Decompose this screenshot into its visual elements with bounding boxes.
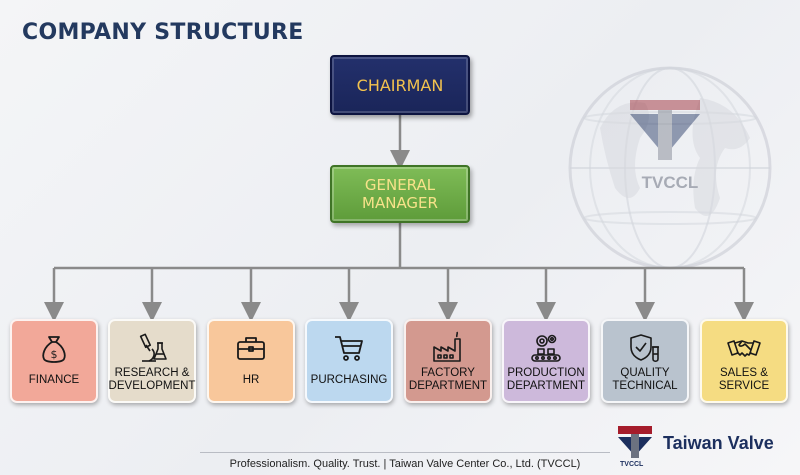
brand-name: Taiwan Valve	[663, 433, 774, 453]
department-label: HR	[242, 373, 260, 386]
page-title: COMPANY STRUCTURE	[22, 20, 304, 45]
watermark-text: TVCCL	[642, 173, 699, 192]
general-manager-label-line2: MANAGER	[362, 194, 438, 212]
department-finance: $ FINANCE	[10, 319, 98, 403]
department-purchasing: PURCHASING	[305, 319, 393, 403]
conveyor-gears-icon	[531, 334, 561, 362]
department-label: FINANCE	[28, 373, 80, 386]
brand-logo-icon	[618, 426, 652, 458]
brand-abbr: TVCCL	[620, 461, 644, 468]
shopping-cart-icon	[335, 336, 363, 361]
chairman-node: CHAIRMAN	[330, 55, 470, 115]
department-hr: HR	[207, 319, 295, 403]
svg-text:$: $	[51, 348, 58, 361]
handshake-icon	[727, 340, 761, 357]
footer-divider	[200, 452, 610, 453]
microscope-icon	[139, 333, 167, 362]
department-label: SALES &SERVICE	[718, 367, 770, 392]
money-bag-icon: $	[42, 336, 66, 363]
globe-watermark: TVCCL	[568, 66, 772, 270]
chairman-label: CHAIRMAN	[356, 75, 444, 95]
factory-icon	[433, 331, 461, 362]
briefcase-icon	[237, 337, 265, 360]
department-label: RESEARCH &DEVELOPMENT	[108, 367, 196, 392]
department-sales-service: SALES &SERVICE	[700, 319, 788, 403]
department-label: PURCHASING	[310, 373, 388, 386]
general-manager-label-line1: GENERAL	[364, 176, 436, 194]
department-research-development: RESEARCH &DEVELOPMENT	[108, 319, 196, 403]
footer-text: Professionalism. Quality. Trust. | Taiwa…	[229, 458, 581, 470]
quality-shield-icon	[630, 334, 659, 363]
general-manager-node: GENERAL MANAGER	[330, 165, 470, 223]
